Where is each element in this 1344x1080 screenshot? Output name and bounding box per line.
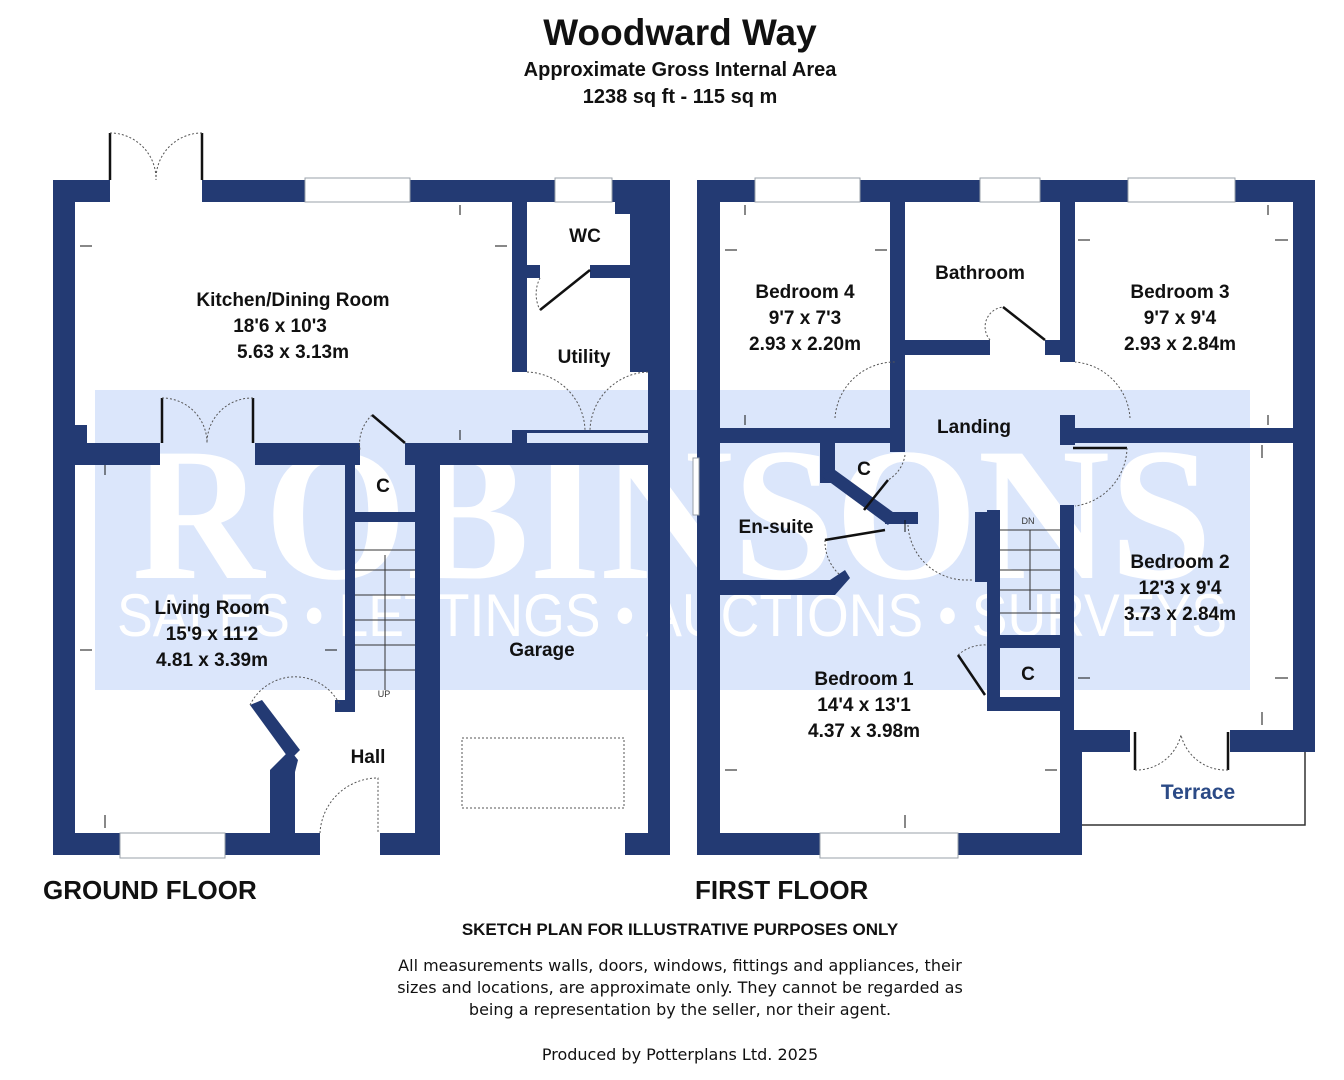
room-bedroom-1: Bedroom 1 14'4 x 13'1 4.37 x 3.98m <box>808 669 920 742</box>
svg-text:18'6 x 10'3: 18'6 x 10'3 <box>233 316 327 337</box>
first-floor-label: FIRST FLOOR <box>695 875 869 905</box>
ground-floor-walls <box>53 180 670 855</box>
plan-subtitle: Approximate Gross Internal Area <box>523 59 837 81</box>
ground-floor-label: GROUND FLOOR <box>43 875 257 905</box>
room-hall: Hall <box>351 747 386 768</box>
room-bedroom-3: Bedroom 3 9'7 x 9'4 2.93 x 2.84m <box>1124 282 1236 355</box>
terrace-outline <box>1082 752 1306 826</box>
svg-text:Bedroom 1: Bedroom 1 <box>814 669 914 690</box>
svg-text:Living Room: Living Room <box>154 598 269 619</box>
room-bedroom-4: Bedroom 4 9'7 x 7'3 2.93 x 2.20m <box>749 282 861 355</box>
terrace-label: Terrace <box>1161 781 1235 804</box>
svg-text:5.63 x 3.13m: 5.63 x 3.13m <box>237 342 349 363</box>
room-bathroom: Bathroom <box>935 263 1025 284</box>
svg-text:Kitchen/Dining Room: Kitchen/Dining Room <box>196 290 389 311</box>
svg-text:3.73 x 2.84m: 3.73 x 2.84m <box>1124 604 1236 625</box>
room-en-suite: En-suite <box>739 517 814 538</box>
producer-credit: Produced by Potterplans Ltd. 2025 <box>541 1045 819 1064</box>
svg-text:Bedroom 2: Bedroom 2 <box>1130 552 1229 573</box>
room-cupboard-landing: C <box>857 459 871 480</box>
first-floor-windows <box>692 177 1306 859</box>
room-cupboard: C <box>376 476 390 497</box>
svg-text:12'3 x 9'4: 12'3 x 9'4 <box>1139 578 1222 599</box>
stairs-up-label: UP <box>378 689 391 699</box>
svg-text:4.81 x 3.39m: 4.81 x 3.39m <box>156 650 268 671</box>
svg-text:Bedroom 3: Bedroom 3 <box>1130 282 1229 303</box>
room-utility: Utility <box>558 347 611 368</box>
svg-text:9'7 x 9'4: 9'7 x 9'4 <box>1144 308 1217 329</box>
disclaimer-line-2: sizes and locations, are approximate onl… <box>397 978 963 997</box>
stairs-down-label: DN <box>1022 516 1035 526</box>
room-garage: Garage <box>509 640 574 661</box>
room-cupboard-bedroom: C <box>1021 664 1035 685</box>
ground-stairs <box>355 549 415 690</box>
disclaimer-line-1: All measurements walls, doors, windows, … <box>398 956 962 975</box>
disclaimer-line-3: being a representation by the seller, no… <box>468 1000 892 1019</box>
gross-area: 1238 sq ft - 115 sq m <box>582 86 778 108</box>
svg-text:15'9 x 11'2: 15'9 x 11'2 <box>166 624 259 645</box>
svg-text:2.93 x 2.20m: 2.93 x 2.20m <box>749 334 861 355</box>
room-landing: Landing <box>937 417 1011 438</box>
room-kitchen-dining: Kitchen/Dining Room 18'6 x 10'3 5.63 x 3… <box>196 290 389 363</box>
svg-text:9'7 x 7'3: 9'7 x 7'3 <box>769 308 841 329</box>
svg-text:4.37 x 3.98m: 4.37 x 3.98m <box>808 721 920 742</box>
ground-floor-windows <box>119 177 625 859</box>
room-wc: WC <box>569 226 601 247</box>
room-living: Living Room 15'9 x 11'2 4.81 x 3.39m <box>154 598 269 671</box>
room-bedroom-2: Bedroom 2 12'3 x 9'4 3.73 x 2.84m <box>1124 552 1236 625</box>
first-stairs <box>1000 529 1060 614</box>
plan-title: Woodward Way <box>543 12 817 53</box>
svg-text:Bedroom 4: Bedroom 4 <box>755 282 855 303</box>
first-floor-doors <box>824 306 1230 771</box>
svg-text:14'4 x 13'1: 14'4 x 13'1 <box>817 695 911 716</box>
first-floor-walls <box>697 180 1315 855</box>
dimension-arrows <box>80 205 1288 828</box>
svg-text:2.93 x 2.84m: 2.93 x 2.84m <box>1124 334 1236 355</box>
disclaimer-title: SKETCH PLAN FOR ILLUSTRATIVE PURPOSES ON… <box>461 920 899 939</box>
ground-floor-doors <box>108 132 649 834</box>
